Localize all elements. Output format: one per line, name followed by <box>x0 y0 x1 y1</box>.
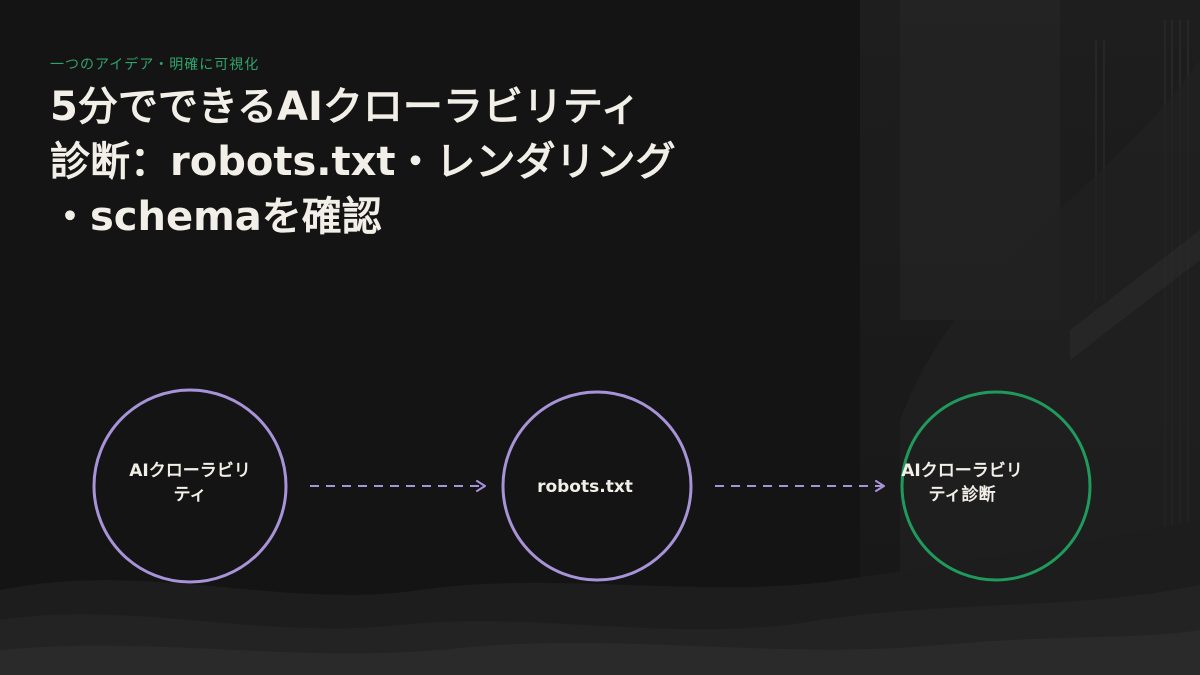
node-label-ai-crawlability-line-2: ティ <box>173 485 207 505</box>
slide-kicker: 一つのアイデア・明確に可視化 <box>50 57 260 73</box>
node-circle-ai-crawlability <box>92 388 288 584</box>
node-circle-ai-crawlability-diagnosis <box>900 390 1092 582</box>
slide-title-line-2: 診断：robots.txt・レンダリング <box>50 139 676 185</box>
node-label-ai-crawlability: AIクローラビリ ティ <box>110 459 270 507</box>
node-label-ai-crawlability-diagnosis: AIクローラビリ ティ診断 <box>882 459 1042 507</box>
node-label-ai-crawlability-line-1: AIクローラビリ <box>129 461 251 481</box>
node-label-ai-crawlability-diagnosis-line-1: AIクローラビリ <box>901 461 1023 481</box>
node-label-robots-txt: robots.txt <box>505 475 665 499</box>
node-label-ai-crawlability-diagnosis-line-2: ティ診断 <box>928 485 996 505</box>
slide-title-line-3: ・schemaを確認 <box>50 194 382 240</box>
slide-title-line-1: 5分でできるAIクローラビリティ <box>50 84 641 130</box>
node-label-robots-txt-line-1: robots.txt <box>537 477 633 497</box>
slide-title: 5分でできるAIクローラビリティ 診断：robots.txt・レンダリング ・s… <box>50 80 810 245</box>
node-circle-robots-txt <box>501 390 693 582</box>
